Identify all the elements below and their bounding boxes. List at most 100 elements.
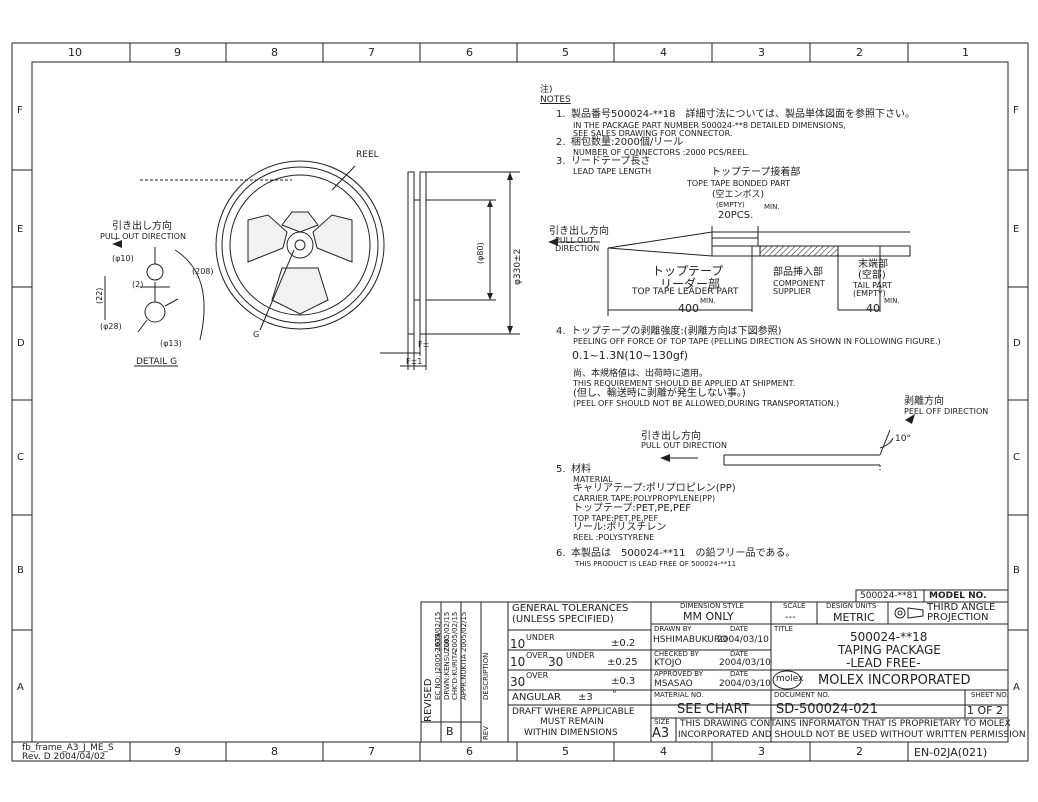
draft-line-3: WITHIN DIMENSIONS bbox=[524, 728, 618, 738]
note5-reel-jp: リール:ポリスチレン bbox=[573, 522, 667, 533]
title-line-2: TAPING PACKAGE bbox=[838, 643, 941, 657]
note6-en: THIS PRODUCT IS LEAD FREE OF 500024-**11 bbox=[575, 560, 737, 568]
model-value: 500024-**81 bbox=[860, 591, 919, 601]
checked-by-value: KTOJO bbox=[654, 658, 682, 668]
note4-en: PEELING OFF FORCE OF TOP TAPE (PELLING D… bbox=[573, 337, 941, 346]
general-tolerances-1: GENERAL TOLERANCES bbox=[512, 603, 629, 614]
note6-number: 6. bbox=[556, 548, 566, 559]
diagram-pull-jp: 引き出し方向 bbox=[549, 226, 609, 237]
form-number: EN-02JA(021) bbox=[914, 746, 988, 759]
col-label-2: 2 bbox=[856, 46, 863, 59]
title-label: TITLE bbox=[774, 625, 793, 633]
col-label-9-bottom: 9 bbox=[174, 745, 181, 758]
row-label-E: E bbox=[17, 224, 24, 235]
note4-jp2: 尚、本規格値は、出荷時に適用。 bbox=[573, 369, 709, 379]
note4-jp: トップテープの剥離強度:(剥離方向は下図参照) bbox=[571, 326, 782, 337]
row-label-F: F bbox=[17, 105, 23, 116]
detail-label: DETAIL G bbox=[136, 357, 178, 367]
approved-date-label: DATE bbox=[730, 670, 749, 678]
drawn-date: 2004/03/10 bbox=[717, 635, 769, 645]
tol-row1-word-a: UNDER bbox=[526, 633, 555, 642]
note5-top-jp: トップテープ:PET,PE,PEF bbox=[573, 503, 692, 514]
diagram-pull-en1: PULL OUT bbox=[555, 236, 595, 245]
min-label-bonded: MIN. bbox=[764, 203, 780, 211]
length-40: 40 bbox=[866, 302, 880, 315]
tol-row3-word-a: OVER bbox=[526, 671, 549, 680]
checked-by-label: CHECKED BY bbox=[654, 650, 699, 658]
note4-number: 4. bbox=[556, 326, 566, 337]
col-label-7: 7 bbox=[368, 46, 375, 59]
note5-reel-en: REEL :POLYSTYRENE bbox=[573, 533, 655, 542]
design-units-label: DESIGN UNITS bbox=[826, 602, 877, 610]
dim-phi10: (φ10) bbox=[112, 254, 134, 263]
sheet-label: SHEET NO. bbox=[971, 691, 1009, 699]
component-jp: 部品挿入部 bbox=[773, 267, 823, 278]
note1-en-line1: IN THE PACKAGE PART NUMBER 500024-**8 DE… bbox=[573, 121, 846, 130]
detail-pull-out-jp: 引き出し方向 bbox=[112, 221, 172, 232]
company-name: MOLEX INCORPORATED bbox=[818, 673, 971, 688]
note3-number: 3. bbox=[556, 156, 566, 167]
scale-value: --- bbox=[785, 612, 796, 623]
frame-name: fb_frame_A3_J_ME_S bbox=[22, 743, 114, 753]
approved-by-label: APPROVED BY bbox=[654, 670, 704, 678]
tol-row2-word-a: OVER bbox=[526, 651, 549, 660]
tail-jp1: 末端部 bbox=[858, 259, 888, 270]
length-400: 400 bbox=[678, 302, 699, 315]
col-label-9: 9 bbox=[174, 46, 181, 59]
approved-rev: APPR:NUKITA bbox=[460, 654, 468, 700]
description-label: DESCRIPTION bbox=[482, 652, 490, 700]
note4-value: 0.1~1.3N(10~130gf) bbox=[572, 349, 689, 362]
molex-logo: molex bbox=[776, 674, 804, 684]
approved-by-value: MSASAO bbox=[654, 679, 693, 689]
rev-value: B bbox=[446, 725, 454, 738]
sheet-value: 1 OF 2 bbox=[967, 704, 1003, 717]
note4-en2: THIS REQUIREMENT SHOULD BE APPLIED AT SH… bbox=[573, 379, 796, 388]
component-en2: SUPPLIER bbox=[773, 287, 812, 296]
angular-unit: ° bbox=[612, 689, 617, 700]
col-label-6-bottom: 6 bbox=[466, 745, 473, 758]
tol-row3-value: ±0.3 bbox=[611, 676, 636, 687]
row-label-C-right: C bbox=[1013, 452, 1020, 463]
leader-jp-2: リーダー部 bbox=[660, 277, 721, 291]
note5-en: MATERIAL bbox=[573, 475, 613, 484]
drawn-by-value: HSHIMABUKURO bbox=[653, 635, 728, 645]
note2-number: 2. bbox=[556, 137, 566, 148]
tape-empty-jp: (空エンボス) bbox=[712, 190, 765, 200]
min-label-40: MIN. bbox=[884, 297, 900, 305]
tol-row2-range-b: 30 bbox=[548, 655, 564, 669]
note1-jp: 製品番号500024-**18 詳細寸法については、製品単体図面を参照下さい。 bbox=[571, 109, 916, 120]
row-label-A: A bbox=[17, 682, 24, 693]
dim-f1: F± bbox=[418, 340, 430, 349]
component-en1: COMPONENT bbox=[773, 279, 825, 288]
col-label-5: 5 bbox=[562, 46, 569, 59]
draft-line-1: DRAFT WHERE APPLICABLE bbox=[512, 707, 635, 717]
tol-row2-range-a: 10 bbox=[510, 655, 526, 669]
col-label-3-bottom: 3 bbox=[758, 745, 765, 758]
row-label-D-right: D bbox=[1013, 338, 1021, 349]
draft-line-2: MUST REMAIN bbox=[540, 717, 604, 727]
note3-jp: リードテープ長さ bbox=[571, 156, 651, 167]
leader-en: TOP TAPE LEADER PART bbox=[632, 287, 739, 297]
title-line-3: -LEAD FREE- bbox=[846, 656, 921, 670]
note5-jp: 材料 bbox=[571, 464, 591, 475]
tail-jp2: (空部) bbox=[858, 270, 886, 281]
row-label-C: C bbox=[17, 452, 24, 463]
proprietary-line-2: INCORPORATED AND SHOULD NOT BE USED WITH… bbox=[678, 730, 1026, 740]
drawn-by-label: DRAWN BY bbox=[654, 625, 692, 633]
tape-bonded-en: TOPE TAPE BONDED PART bbox=[687, 179, 790, 188]
note5-carrier-jp: キャリアテープ:ポリプロピレン(PP) bbox=[573, 483, 736, 494]
model-label: MODEL NO. bbox=[929, 591, 987, 601]
peel-angle: 10° bbox=[895, 434, 911, 444]
g-label: G bbox=[253, 330, 260, 339]
notes-heading-en: NOTES bbox=[540, 95, 571, 105]
scale-label: SCALE bbox=[783, 602, 806, 610]
design-units-value: METRIC bbox=[833, 611, 875, 624]
size-label: SIZE bbox=[654, 718, 670, 726]
checked-rev: CHK'D:KURITA bbox=[451, 650, 459, 700]
checked-date: 2004/03/10 bbox=[719, 658, 771, 668]
projection-line-2: PROJECTION bbox=[927, 612, 989, 623]
leader-jp-1: トップテープ bbox=[652, 264, 724, 278]
dim-f2: F±1 bbox=[406, 357, 423, 366]
